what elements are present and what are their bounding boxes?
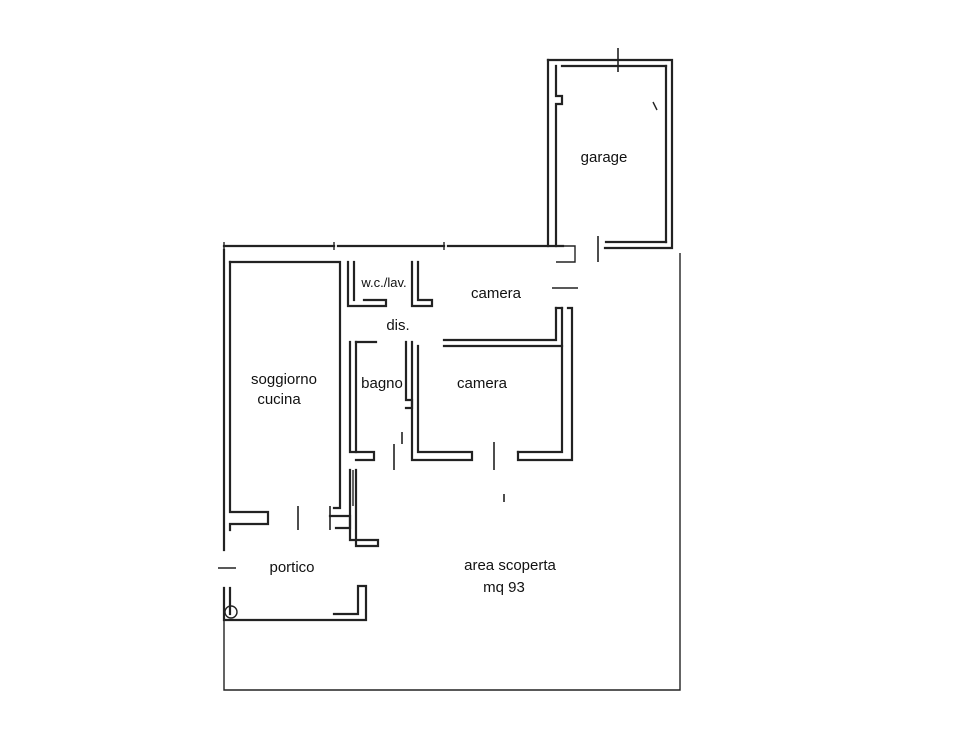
- room-label-camera-mid: camera: [457, 375, 508, 392]
- portico-walls: [222, 584, 368, 622]
- room-label-dis: dis.: [386, 317, 409, 334]
- camera-top-walls: [442, 306, 564, 348]
- garage-walls: [546, 48, 674, 289]
- area-boundary: [223, 253, 681, 691]
- bagno-walls: [346, 260, 474, 548]
- room-label-wc: w.c./lav.: [360, 275, 406, 290]
- soggiorno-walls: [222, 248, 352, 552]
- camera-mid-walls: [493, 306, 574, 502]
- room-label-area-mq: mq 93: [483, 579, 525, 596]
- room-label-garage: garage: [581, 149, 628, 166]
- room-label-camera-top: camera: [471, 285, 522, 302]
- house-top-wall: [222, 242, 558, 250]
- room-label-soggiorno: soggiorno: [251, 371, 317, 388]
- room-label-bagno: bagno: [361, 375, 403, 392]
- room-label-area-scoperta: area scoperta: [464, 557, 556, 574]
- room-label-cucina: cucina: [257, 391, 301, 408]
- room-label-portico: portico: [269, 559, 314, 576]
